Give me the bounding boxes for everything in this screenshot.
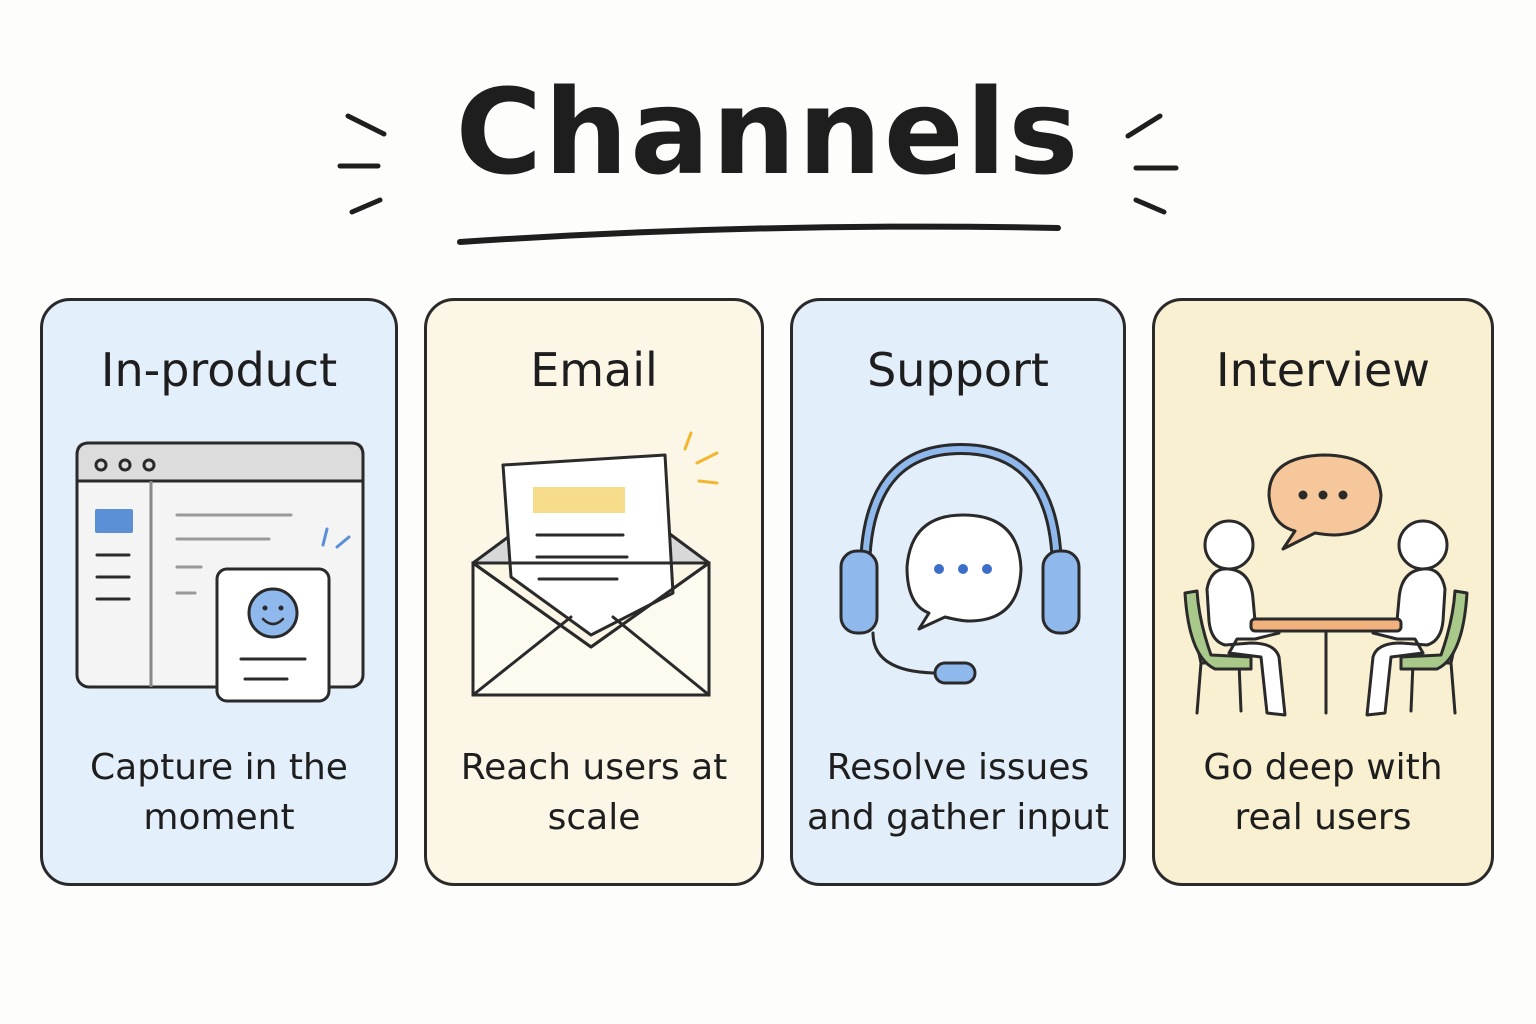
card-title: Support <box>867 343 1049 397</box>
page-title: Channels <box>455 63 1081 201</box>
interview-table-icon <box>1183 453 1469 717</box>
card-description: Go deep with real users <box>1203 747 1443 838</box>
card-support: Support Resolve issues and gather input <box>790 298 1126 886</box>
envelope-letter-icon <box>471 431 719 697</box>
headset-chat-icon <box>839 442 1081 685</box>
card-title: In-product <box>100 343 338 397</box>
card-title: Interview <box>1216 343 1430 397</box>
card-email: Email Reach users at scale <box>424 298 764 886</box>
card-interview: Interview Go deep with real users <box>1152 298 1494 886</box>
browser-window-feedback-icon <box>75 441 365 703</box>
card-description: Capture in the moment <box>90 747 348 838</box>
title-underline <box>457 223 1061 245</box>
card-description: Reach users at scale <box>460 747 728 838</box>
card-description: Resolve issues and gather input <box>806 747 1109 838</box>
card-title: Email <box>530 343 658 397</box>
card-in-product: In-product Capt <box>40 298 398 886</box>
